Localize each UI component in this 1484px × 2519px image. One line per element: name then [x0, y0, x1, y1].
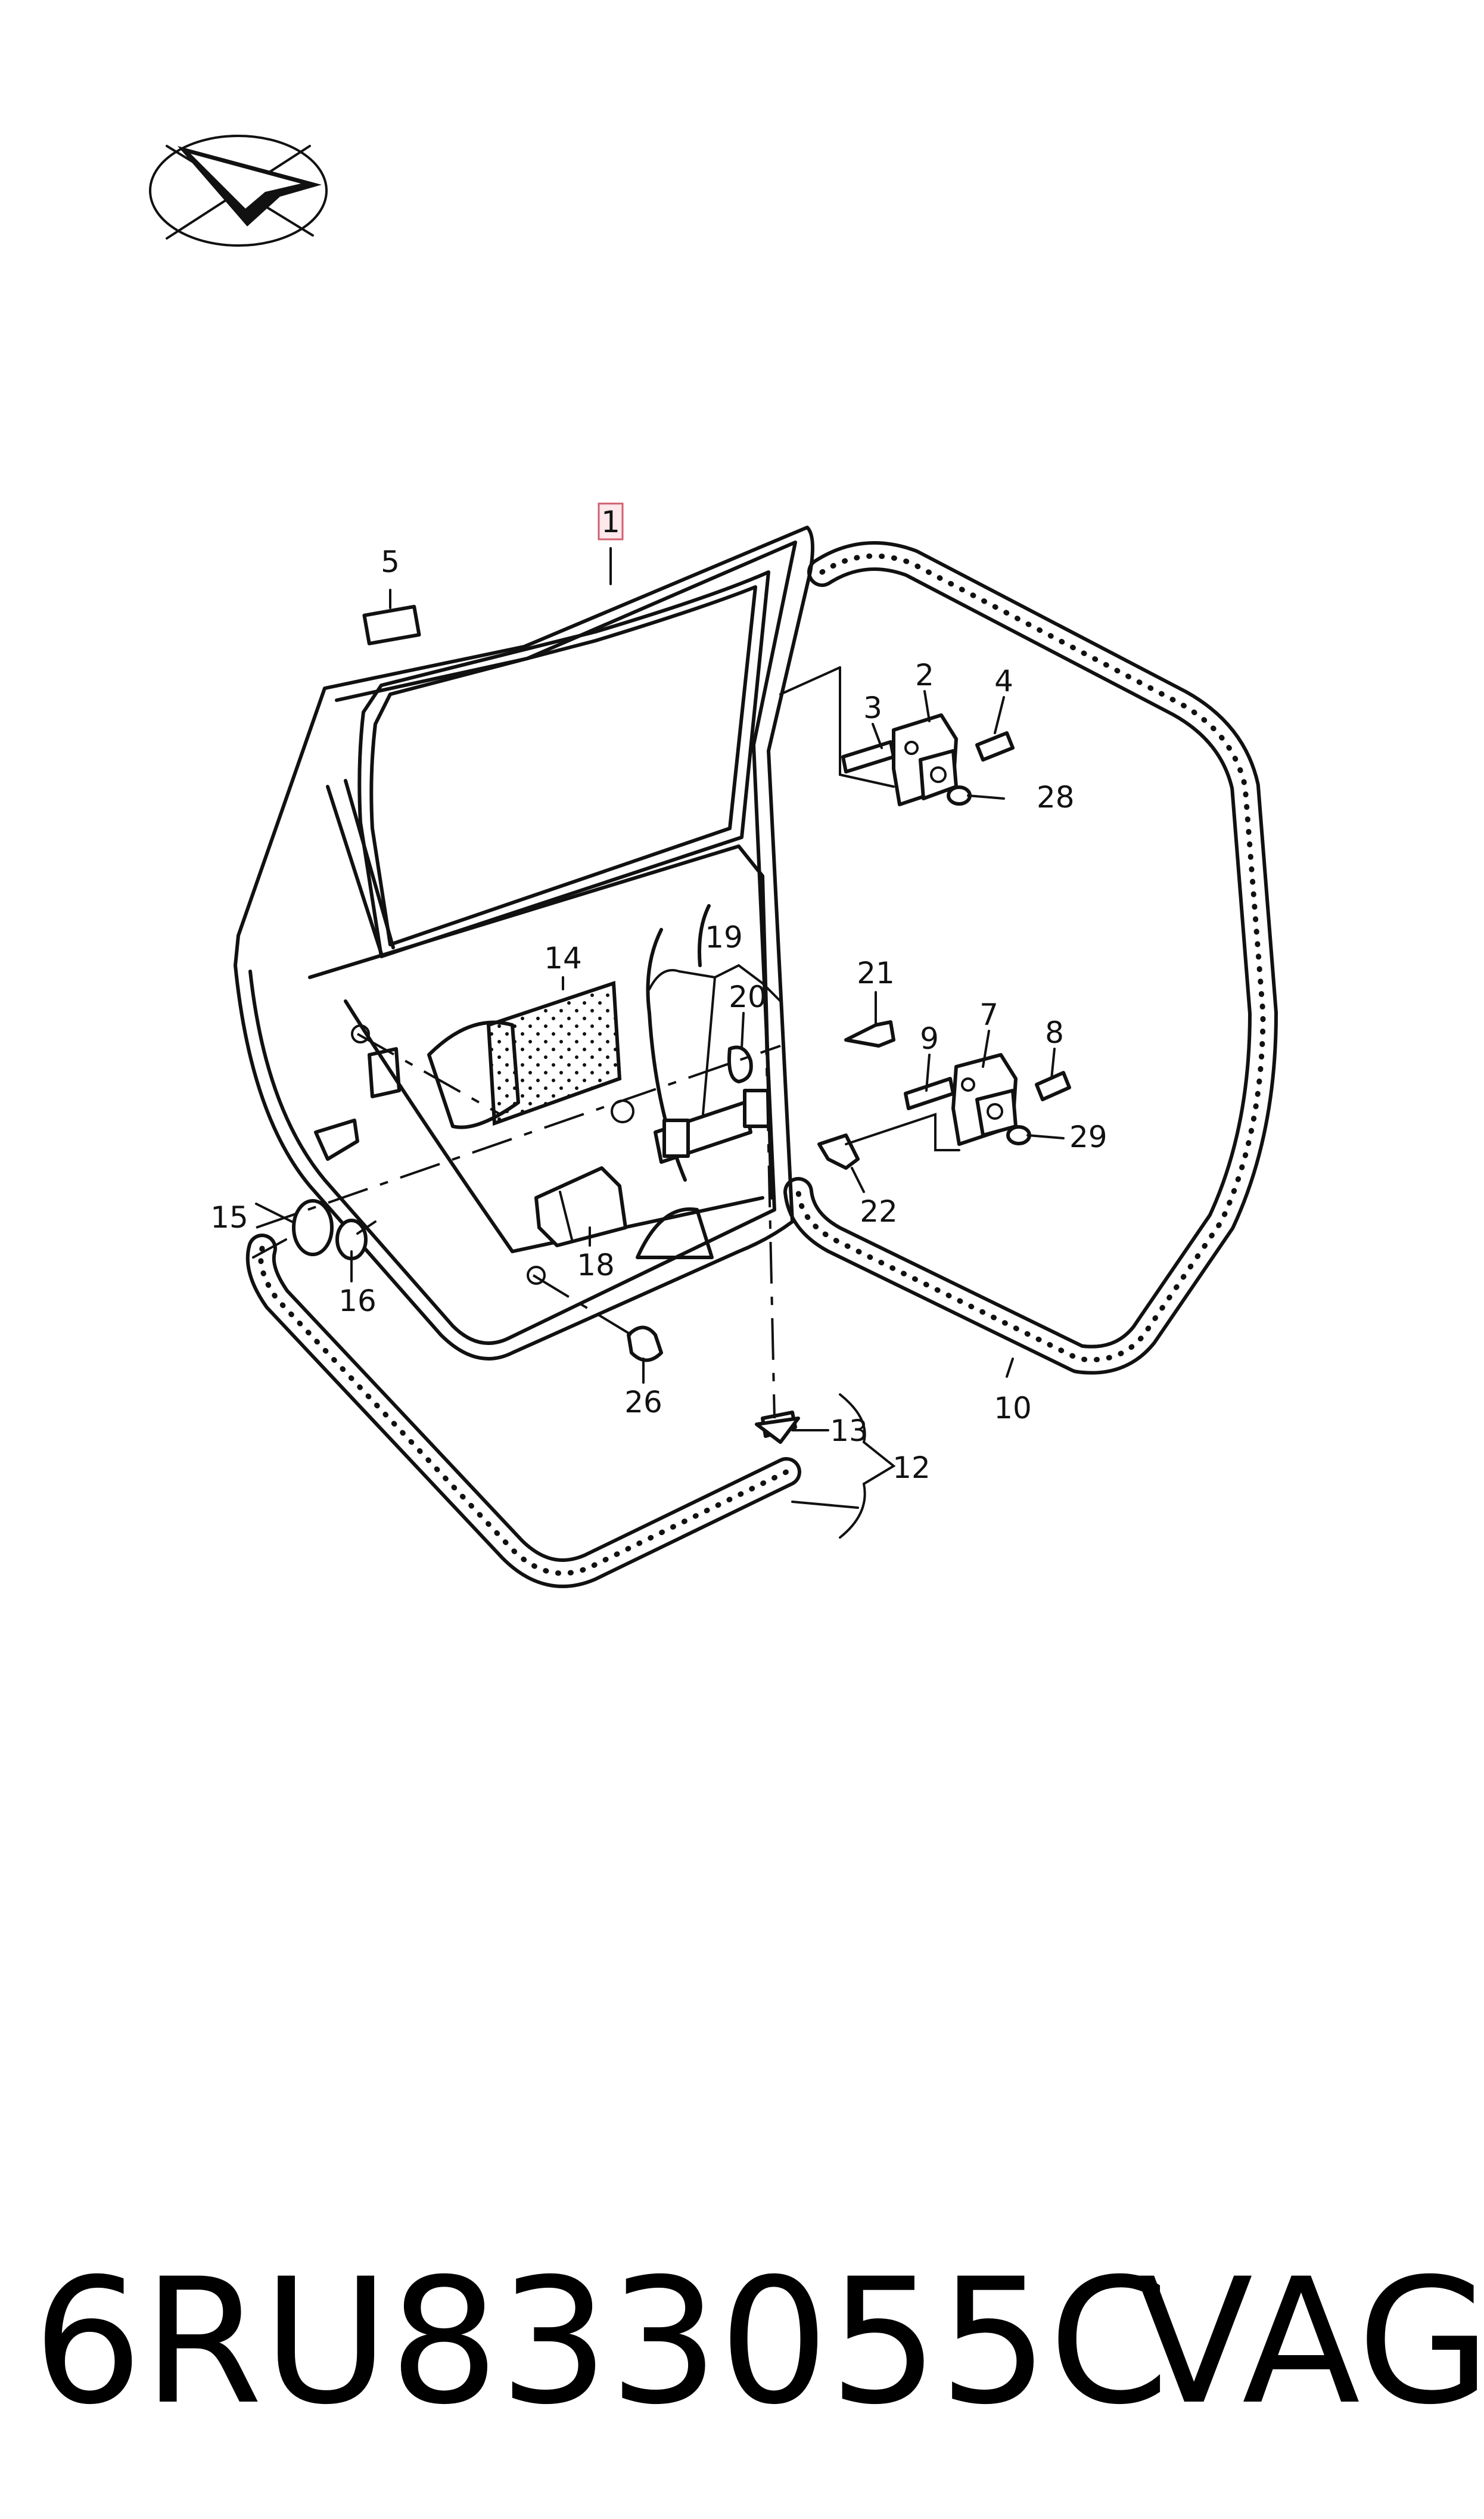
callout-13: 13: [830, 1414, 868, 1448]
callout-15: 15: [210, 1200, 248, 1235]
hinge-upper: [841, 713, 1015, 806]
callout-2: 2: [915, 658, 934, 692]
callout-3: 3: [863, 691, 882, 725]
callout-8: 8: [1045, 1015, 1064, 1050]
callout-14: 14: [544, 941, 582, 976]
plug-large: [292, 1199, 334, 1256]
callout-18: 18: [577, 1248, 615, 1282]
callout-29: 29: [1069, 1120, 1107, 1154]
buffer: [627, 1325, 663, 1362]
door-seal-lower: [245, 1234, 801, 1588]
assembly-lines: [256, 1012, 781, 1419]
part-number: 6RU833055C: [33, 2242, 1169, 2443]
callout-4: 4: [994, 664, 1013, 698]
callout-20: 20: [729, 980, 767, 1014]
callout-12: 12: [892, 1450, 931, 1485]
callout-labels: 1 2 3 4 5 7 8 9 10 12 13 14 15 16 18 19 …: [210, 502, 1107, 1485]
callout-21: 21: [857, 956, 895, 990]
callout-22: 22: [860, 1194, 898, 1229]
leader-lines: [252, 547, 1065, 1539]
gasket: [727, 1045, 753, 1083]
callout-10: 10: [994, 1391, 1032, 1425]
lock-unit: [534, 1166, 627, 1247]
sound-pad: [486, 980, 622, 1126]
brand-name: VAG: [1135, 2242, 1484, 2443]
callout-1: 1: [601, 505, 620, 539]
label-sticker: [362, 604, 421, 645]
door-shell: [234, 526, 814, 1361]
callout-5: 5: [381, 545, 400, 579]
hinge-lower: [904, 1053, 1071, 1146]
callout-26: 26: [624, 1385, 662, 1420]
callout-7: 7: [979, 998, 998, 1032]
door-seal-upper: [783, 541, 1278, 1375]
callout-28: 28: [1037, 780, 1075, 815]
callout-1-highlight: [598, 502, 624, 541]
bolt-22: [817, 1133, 860, 1170]
callout-16: 16: [338, 1284, 377, 1318]
bolt-21: [844, 1020, 895, 1048]
orientation-compass-icon: [149, 135, 328, 247]
callout-9: 9: [920, 1021, 939, 1056]
callout-19: 19: [705, 920, 743, 955]
